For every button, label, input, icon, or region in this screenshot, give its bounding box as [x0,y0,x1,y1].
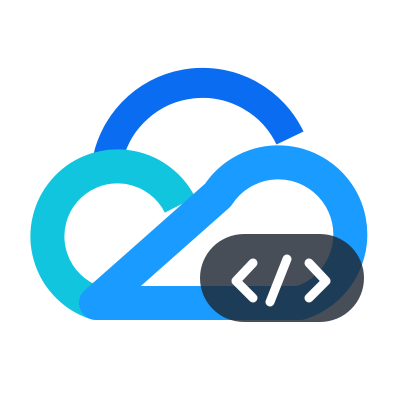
code-brackets-icon [231,254,331,307]
cloud-left-loop [30,149,196,320]
cloud-top-arc [93,67,304,162]
